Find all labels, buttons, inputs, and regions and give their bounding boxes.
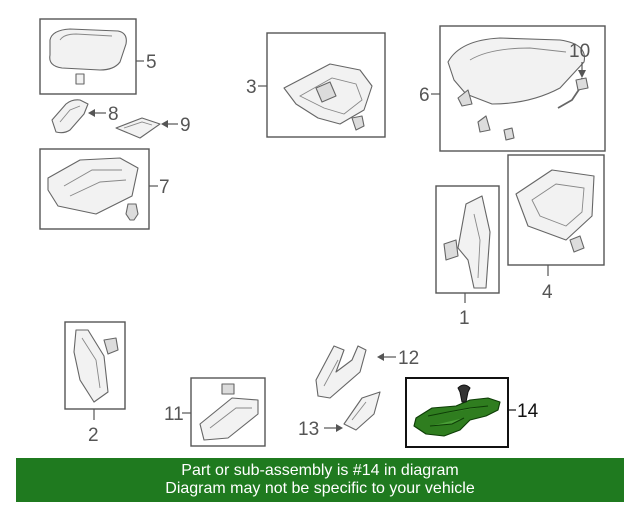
part-5-clip [75, 73, 85, 85]
banner-line-2: Diagram may not be specific to your vehi… [165, 480, 475, 497]
callout-10: 10 [569, 41, 590, 62]
callout-4: 4 [542, 282, 553, 303]
part-13-cover [343, 391, 381, 431]
banner-line-1: Part or sub-assembly is #14 in diagram [181, 462, 459, 479]
callout-6: 6 [419, 85, 430, 106]
callout-9: 9 [180, 115, 191, 136]
part-12[interactable] [315, 345, 367, 399]
part-1[interactable] [435, 185, 500, 294]
callout-12: 12 [398, 348, 419, 369]
part-13[interactable] [343, 391, 381, 431]
part-8[interactable] [51, 99, 89, 134]
part-9[interactable] [115, 117, 161, 139]
part-14-fastener [457, 384, 471, 403]
part-1-panel [457, 195, 491, 289]
part-11-bracket [199, 397, 259, 441]
callout-7: 7 [159, 177, 170, 198]
part-4[interactable] [507, 154, 605, 266]
info-banner: Part or sub-assembly is #14 in diagram D… [16, 458, 624, 502]
part-5-panel [49, 28, 127, 71]
callout-14: 14 [517, 401, 539, 422]
part-9-plate [115, 117, 161, 139]
callout-1: 1 [459, 308, 470, 329]
part-7-panel [47, 157, 139, 215]
part-3[interactable] [266, 32, 386, 138]
part-5[interactable] [39, 18, 137, 95]
part-12-brace [315, 345, 367, 399]
callout-5: 5 [146, 52, 157, 73]
part-4-box [515, 169, 595, 241]
part-14-highlighted[interactable] [405, 377, 509, 448]
callout-13: 13 [298, 419, 319, 440]
part-10[interactable] [557, 77, 589, 109]
part-11[interactable] [190, 377, 266, 447]
part-7[interactable] [39, 148, 150, 230]
callout-3: 3 [246, 77, 257, 98]
callout-8: 8 [108, 104, 119, 125]
part-2[interactable] [64, 321, 126, 410]
part-3-clip [351, 115, 365, 131]
callout-11: 11 [164, 404, 184, 425]
part-7-clip [125, 203, 139, 221]
callout-2: 2 [88, 425, 99, 446]
part-8-bezel [51, 99, 89, 134]
